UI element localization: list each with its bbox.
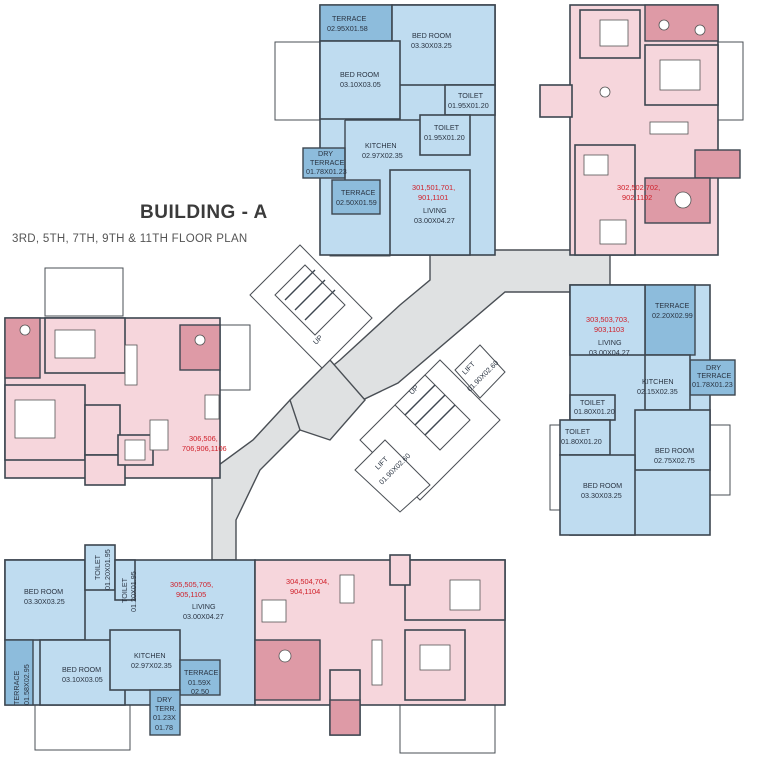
right-blue-kitchen: KITCHEN [642, 377, 674, 386]
right-blue-bed2-size: 03.30X03.25 [581, 491, 622, 500]
bottom-blue-dry3: 01.23X [153, 713, 176, 722]
right-blue-toilet1-size: 01.80X01.20 [574, 407, 615, 416]
bottom-blue-bed2-size: 03.10X03.05 [62, 675, 103, 684]
plan-subtitle: 3RD, 5TH, 7TH, 9TH & 11TH FLOOR PLAN [12, 233, 248, 245]
unit-bottom-blue: TOILET 01.20X01.95 TOILET 01.20X01.95 BE… [4, 544, 256, 751]
right-blue-dry3: 01.78X01.23 [692, 380, 733, 389]
bottom-blue-dry1: DRY [157, 695, 172, 704]
core-stair-lifts: UP LIFT 01.90X02.60 LIFT 01.90X02.60 [354, 344, 506, 513]
top-blue-terrace: TERRACE [332, 14, 367, 23]
top-blue-toilet1: TOILET [458, 91, 484, 100]
top-blue-unit-numbers-1: 301,501,701, [412, 183, 455, 192]
bottom-blue-toilet1: TOILET [93, 554, 102, 580]
bottom-blue-terrace2-size: 01.59X [188, 678, 211, 687]
right-blue-kitchen-size: 02.15X02.35 [637, 387, 678, 396]
right-blue-dry1: DRY [706, 363, 721, 372]
top-pink-unit-numbers-2: 902,1102 [622, 193, 652, 202]
right-blue-bed2: BED ROOM [583, 481, 622, 490]
corridor [211, 249, 611, 561]
right-blue-unit-numbers-1: 303,503,703, [586, 315, 629, 324]
stair-left: UP [249, 244, 373, 369]
bottom-blue-living: LIVING [192, 602, 216, 611]
bottom-blue-kitchen: KITCHEN [134, 651, 166, 660]
left-pink-unit-numbers-1: 306,506, [189, 434, 218, 443]
bottom-blue-toilet1-size: 01.20X01.95 [103, 549, 112, 590]
top-blue-bed2: BED ROOM [340, 70, 379, 79]
right-blue-toilet2: TOILET [565, 427, 591, 436]
top-blue-bed1-size: 03.30X03.25 [411, 41, 452, 50]
top-blue-terrace-size: 02.95X01.58 [327, 24, 368, 33]
top-blue-unit-numbers-2: 901,1101 [418, 193, 448, 202]
bottom-pink-unit-numbers-1: 304,504,704, [286, 577, 329, 586]
top-blue-kitchen: KITCHEN [365, 141, 397, 150]
top-blue-toilet2-size: 01.95X01.20 [424, 133, 465, 142]
top-blue-dry3: 01.78X01.23 [306, 167, 347, 176]
bottom-blue-terrace2-size2: 02.50 [191, 687, 209, 696]
top-blue-toilet2: TOILET [434, 123, 460, 132]
right-blue-unit-numbers-2: 903,1103 [594, 325, 624, 334]
bottom-blue-dry2: TERR. [155, 704, 177, 713]
right-blue-terrace: TERRACE [655, 301, 690, 310]
top-blue-terrace2: TERRACE [341, 188, 376, 197]
right-blue-dry2: TERRACE [697, 371, 732, 380]
top-blue-bed2-size: 03.10X03.05 [340, 80, 381, 89]
left-pink-unit-numbers-2: 706,906,1106 [182, 444, 227, 453]
bottom-blue-toilet2-size: 01.20X01.95 [129, 571, 138, 612]
plan-title: BUILDING - A [140, 202, 268, 223]
right-blue-toilet1: TOILET [580, 398, 606, 407]
top-blue-living: LIVING [423, 206, 447, 215]
bottom-blue-bed2: BED ROOM [62, 665, 101, 674]
bottom-blue-dry4: 01.78 [155, 723, 173, 732]
bottom-blue-terrace-size: 01.58X02.95 [22, 664, 31, 705]
right-blue-toilet2-size: 01.80X01.20 [561, 437, 602, 446]
right-blue-living: LIVING [598, 338, 622, 347]
bottom-blue-terrace: TERRACE [12, 670, 21, 705]
right-blue-bed1: BED ROOM [655, 446, 694, 455]
top-blue-terrace2-size: 02.50X01.59 [336, 198, 377, 207]
right-blue-bed1-size: 02.75X02.75 [654, 456, 695, 465]
top-pink-unit-numbers-1: 302,502,702, [617, 183, 660, 192]
bottom-blue-unit-numbers-1: 305,505,705, [170, 580, 213, 589]
bottom-blue-living-size: 03.00X04.27 [183, 612, 224, 621]
bottom-blue-kitchen-size: 02.97X02.35 [131, 661, 172, 670]
bottom-pink-unit-numbers-2: 904,1104 [290, 587, 320, 596]
top-blue-bed1: BED ROOM [412, 31, 451, 40]
bottom-blue-unit-numbers-2: 905,1105 [176, 590, 206, 599]
right-blue-living-size: 03.00X04.27 [589, 348, 630, 357]
bottom-blue-bed1-size: 03.30X03.25 [24, 597, 65, 606]
right-blue-terrace-size: 02.20X02.99 [652, 311, 693, 320]
unit-right-blue: TERRACE 02.20X02.99 303,503,703, 903,110… [549, 284, 736, 536]
unit-top-blue: TERRACE 02.95X01.58 BED ROOM 03.30X03.25… [274, 4, 496, 257]
top-blue-toilet1-size: 01.95X01.20 [448, 101, 489, 110]
top-blue-kitchen-size: 02.97X02.35 [362, 151, 403, 160]
top-blue-dry1: DRY [318, 149, 333, 158]
bottom-blue-bed1: BED ROOM [24, 587, 63, 596]
top-blue-dry2: TERRACE [310, 158, 345, 167]
bottom-blue-terrace2: TERRACE [184, 668, 219, 677]
unit-bottom-pink: 304,504,704, 904,1104 [254, 554, 506, 754]
bottom-blue-toilet2: TOILET [120, 577, 129, 603]
top-blue-living-size: 03.00X04.27 [414, 216, 455, 225]
unit-left-pink: 306,506, 706,906,1106 [4, 267, 251, 486]
unit-top-pink: 302,502,702, 902,1102 [539, 4, 744, 256]
